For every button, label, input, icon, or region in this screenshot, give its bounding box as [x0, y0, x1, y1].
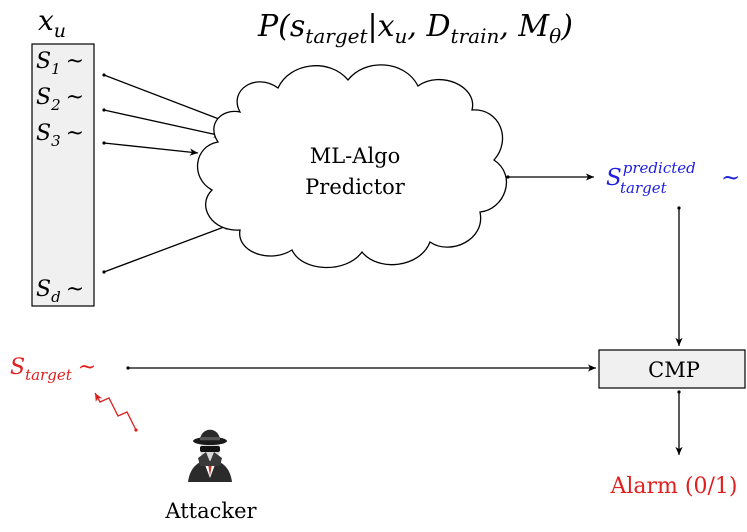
sensor-arrow-d: [103, 223, 233, 273]
predicted-to-cmp-tail: [677, 206, 681, 210]
sensor-arrow-d-tail: [102, 270, 106, 274]
sensor-arrow-3-tail: [102, 141, 106, 145]
attacker-label: Attacker: [164, 499, 257, 523]
attack-zigzag-tail: [134, 428, 138, 432]
comparator-box: [598, 349, 746, 389]
sensor-label-d: Sd~: [36, 277, 84, 306]
spy-icon: [188, 429, 232, 482]
predicted-target-sub: target: [620, 179, 668, 197]
predictor-label-line2: Predictor: [305, 175, 406, 199]
sensor-arrow-3: [103, 142, 199, 156]
sensor-arrow-1-tail: [102, 73, 106, 77]
sensor-vector-box: [31, 43, 95, 307]
sensor-arrow-1: [103, 74, 233, 125]
prediction-output-tail: [506, 175, 510, 179]
sensor-arrow-2: [103, 109, 223, 138]
sensor-label-2: S2~: [36, 85, 84, 114]
sensor-arrow-2-tail: [102, 108, 106, 112]
sensor-label-3: S3~: [36, 121, 84, 150]
predicted-target-label: Spredicted: [606, 159, 696, 191]
predicted-target-tilde: ~: [721, 165, 740, 191]
predictor-cloud: [197, 64, 508, 269]
prediction-formula: P(starget|xu, Dtrain, Mθ): [257, 9, 573, 48]
comparator-label: CMP: [648, 358, 700, 382]
sensor-label-1: S1~: [36, 49, 84, 78]
cmp-to-alarm-tail: [677, 390, 681, 394]
alarm-label: Alarm (0/1): [610, 474, 738, 499]
attack-zigzag-arrow: [94, 392, 137, 431]
target-label: Starget~: [10, 355, 96, 384]
input-vector-label: xu: [38, 4, 66, 42]
target-to-cmp-tail: [126, 366, 130, 370]
predictor-label-line1: ML-Algo: [310, 144, 401, 168]
